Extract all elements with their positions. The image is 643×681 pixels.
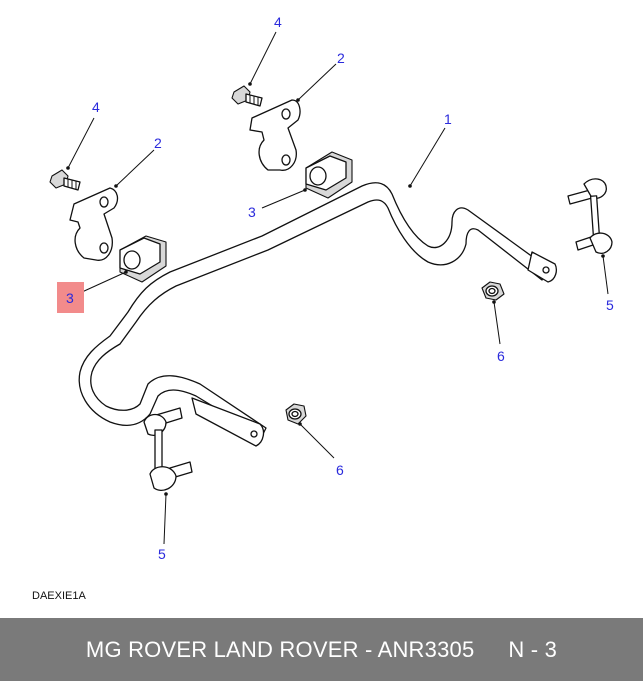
clamp-bracket-upper [249, 99, 301, 171]
callout-6-lower: 6 [336, 462, 344, 478]
callout-2-upper: 2 [337, 50, 345, 66]
callout-6-upper: 6 [497, 348, 505, 364]
callout-4-lower: 4 [92, 99, 100, 115]
bolt-lower [49, 169, 81, 191]
footer-title: MG ROVER LAND ROVER - ANR3305 [85, 636, 475, 662]
footer-bar: MG ROVER LAND ROVER - ANR3305 N - 3 [0, 618, 643, 681]
parts-diagram: 1 2 2 3 3 4 4 5 5 6 6 [49, 14, 614, 562]
highlight-box [57, 282, 84, 313]
nut-upper [481, 281, 505, 301]
rubber-bush-lower [119, 235, 167, 283]
callout-2-lower: 2 [154, 135, 162, 151]
leader-lines [66, 31, 609, 545]
bolt-upper [231, 85, 263, 107]
clamp-bracket-lower [69, 187, 119, 261]
callout-5-left: 5 [158, 546, 166, 562]
callout-4-upper: 4 [274, 14, 282, 30]
diagram-code: DAEXIE1A [32, 590, 86, 602]
nut-lower [285, 403, 307, 425]
callout-3-highlighted: 3 [66, 290, 74, 306]
callout-5-right: 5 [606, 297, 614, 313]
callout-1: 1 [444, 111, 452, 127]
rubber-bush-upper [305, 151, 353, 199]
drop-link-left [143, 407, 193, 491]
drop-link-right [567, 178, 613, 254]
callout-labels: 1 2 2 3 3 4 4 5 5 6 6 [66, 14, 614, 562]
page-reference: N - 3 [508, 636, 558, 662]
anti-roll-bar [78, 182, 557, 447]
callout-3-upper: 3 [248, 204, 256, 220]
